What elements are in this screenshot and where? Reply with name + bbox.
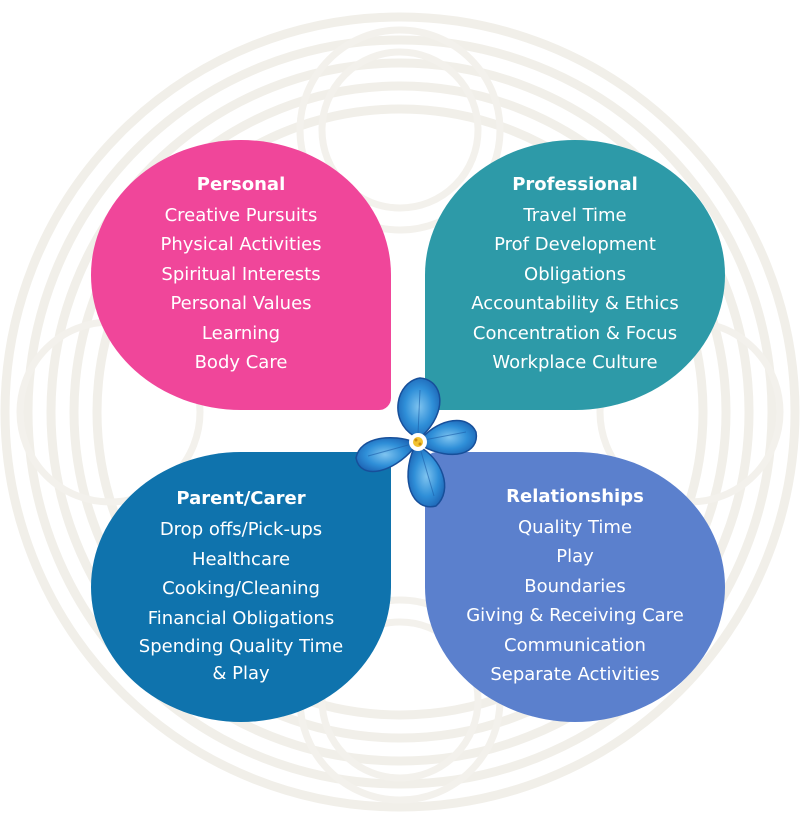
quadrant-title: Parent/Carer: [176, 488, 306, 509]
list-item: Cooking/Cleaning: [162, 578, 320, 599]
list-item: Spiritual Interests: [161, 263, 321, 285]
list-item: Financial Obligations: [147, 607, 335, 629]
quadrant-personal: Personal Creative Pursuits Physical Acti…: [91, 140, 391, 410]
list-item: Healthcare: [191, 548, 291, 570]
list-item: Quality Time: [517, 516, 633, 538]
quadrant-item-list: Travel Time Prof Development Obligations…: [471, 201, 678, 378]
list-item: Boundaries: [524, 575, 626, 597]
list-item: Body Care: [194, 352, 288, 373]
quadrant-item-list: Drop offs/Pick-ups Healthcare Cooking/Cl…: [131, 515, 351, 687]
quadrant-title: Relationships: [506, 485, 644, 507]
list-item: Travel Time: [523, 204, 627, 226]
quadrant-title: Personal: [196, 173, 286, 195]
quadrant-parent-carer: Parent/Carer Drop offs/Pick-ups Healthca…: [91, 452, 391, 722]
quadrant-item-list: Quality Time Play Boundaries Giving & Re…: [466, 513, 684, 690]
list-item: Workplace Culture: [492, 352, 658, 373]
list-item: Spending Quality Time & Play: [138, 636, 344, 684]
blue-flower-icon: [355, 377, 478, 508]
list-item: Giving & Receiving Care: [466, 605, 684, 626]
quadrant-item-list: Creative Pursuits Physical Activities Sp…: [160, 201, 321, 378]
list-item: Physical Activities: [160, 234, 322, 255]
quadrant-title: Professional: [512, 173, 638, 195]
list-item: Concentration & Focus: [472, 322, 678, 344]
list-item: Drop offs/Pick-ups: [159, 519, 323, 540]
list-item: Accountability & Ethics: [471, 293, 679, 314]
list-item: Learning: [201, 322, 281, 344]
list-item: Prof Development: [494, 234, 656, 255]
list-item: Personal Values: [170, 293, 312, 314]
list-item: Play: [556, 546, 594, 567]
list-item: Obligations: [524, 263, 626, 285]
list-item: Communication: [504, 634, 646, 656]
quadrant-relationships: Relationships Quality Time Play Boundari…: [425, 452, 725, 722]
list-item: Separate Activities: [490, 664, 660, 685]
quadrant-professional: Professional Travel Time Prof Developmen…: [425, 140, 725, 410]
list-item: Creative Pursuits: [164, 204, 318, 226]
